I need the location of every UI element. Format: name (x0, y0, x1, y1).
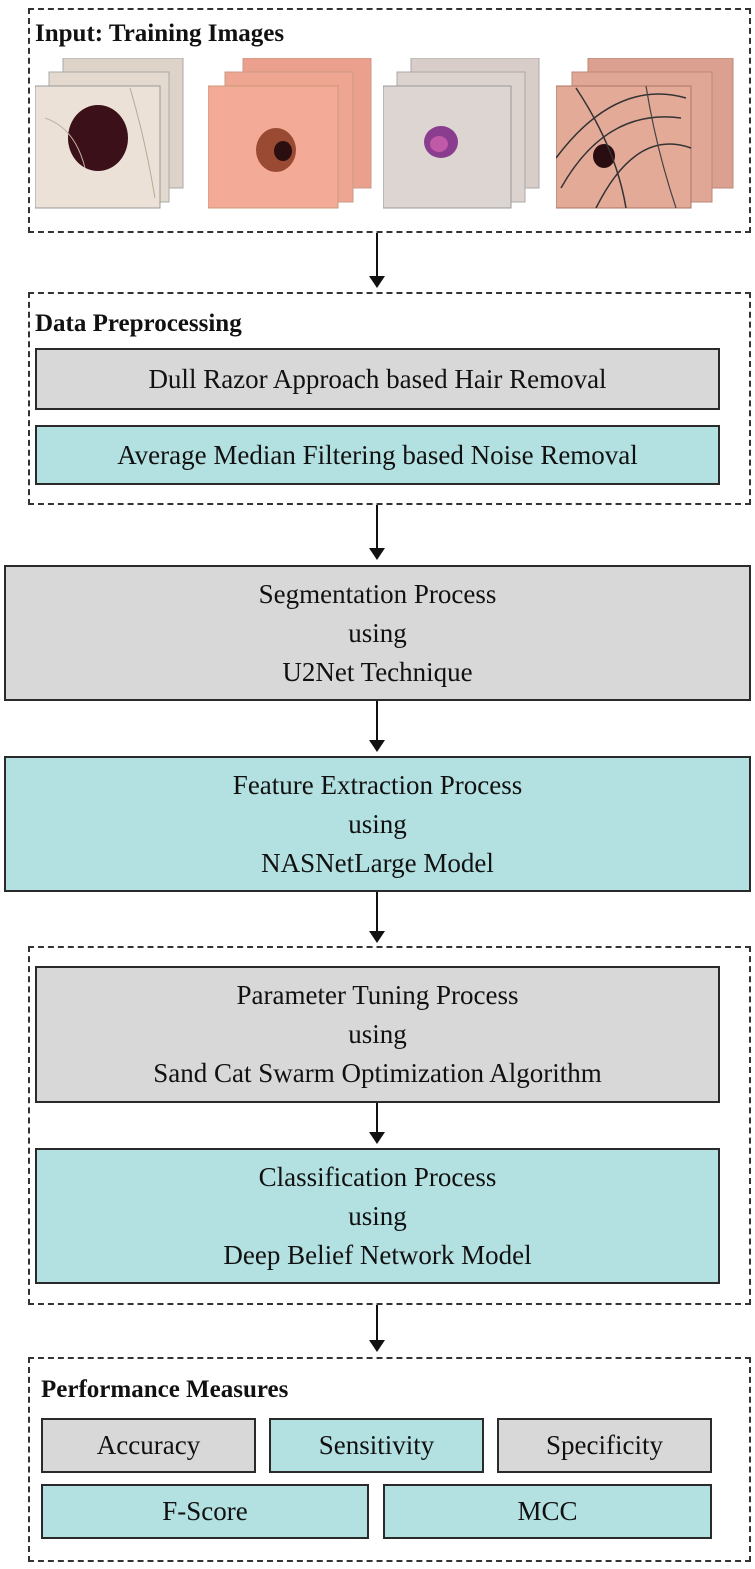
parameter-tuning-title: Parameter Tuning Process (236, 980, 519, 1010)
performance-heading: Performance Measures (41, 1376, 289, 1403)
training-image-1 (34, 57, 184, 209)
preprocessing-heading: Data Preprocessing (35, 310, 242, 337)
metric-specificity: Specificity (497, 1418, 712, 1473)
input-group (28, 8, 751, 233)
feature-extraction-title: Feature Extraction Process (232, 769, 523, 800)
metric-sensitivity: Sensitivity (269, 1418, 484, 1473)
performance-group (28, 1357, 751, 1562)
lesion-image-4-graphic (555, 57, 734, 209)
training-image-4 (555, 57, 734, 209)
noise-removal-step: Average Median Filtering based Noise Rem… (35, 425, 720, 485)
feature-extraction-using: using (348, 808, 407, 839)
classification-box: Classification Process using Deep Belief… (35, 1148, 720, 1284)
metric-fscore: F-Score (41, 1484, 369, 1539)
classification-title: Classification Process (258, 1161, 497, 1192)
segmentation-using: using (348, 617, 407, 648)
arrow-segmentation-to-feature (369, 701, 385, 752)
classification-model: Deep Belief Network Model (223, 1239, 532, 1270)
lesion-image-1-graphic (34, 57, 184, 209)
arrow-feature-to-tuning (369, 892, 385, 943)
arrow-input-to-preprocessing (369, 233, 385, 288)
hair-removal-step: Dull Razor Approach based Hair Removal (35, 348, 720, 410)
segmentation-process-box: Segmentation Process using U2Net Techniq… (4, 565, 751, 701)
preprocessing-group (28, 292, 751, 505)
classification-using: using (348, 1200, 407, 1231)
metric-mcc: MCC (383, 1484, 712, 1539)
arrow-classification-to-performance (369, 1305, 385, 1352)
segmentation-technique: U2Net Technique (282, 656, 473, 687)
parameter-tuning-algorithm: Sand Cat Swarm Optimization Algorithm (153, 1058, 602, 1088)
training-image-3 (382, 57, 540, 209)
feature-extraction-box: Feature Extraction Process using NASNetL… (4, 756, 751, 892)
segmentation-title: Segmentation Process (258, 578, 497, 609)
metric-accuracy: Accuracy (41, 1418, 256, 1473)
lesion-image-2-graphic (207, 57, 372, 209)
training-image-2 (207, 57, 372, 209)
arrow-tuning-to-classification (369, 1103, 385, 1144)
tuning-classification-group (28, 946, 751, 1305)
input-heading: Input: Training Images (35, 20, 285, 47)
arrow-preprocessing-to-segmentation (369, 505, 385, 560)
feature-extraction-model: NASNetLarge Model (261, 847, 494, 878)
lesion-image-3-graphic (382, 57, 540, 209)
parameter-tuning-box: Parameter Tuning Process using Sand Cat … (35, 966, 720, 1103)
parameter-tuning-using: using (348, 1019, 407, 1049)
